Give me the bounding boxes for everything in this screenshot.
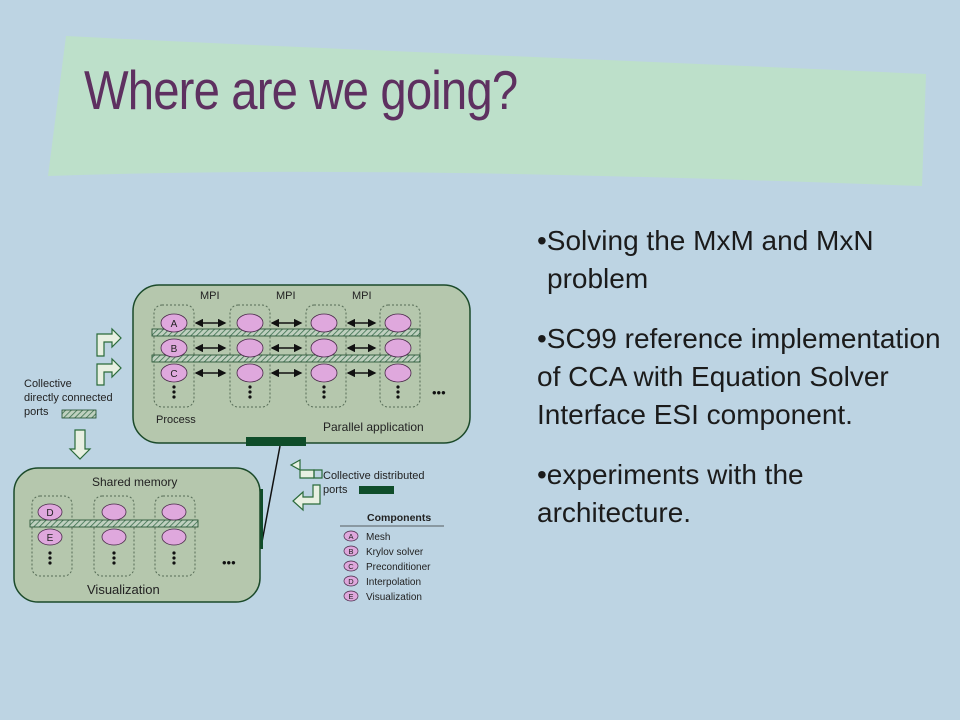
collective-direct-label-1: Collective [24,378,72,390]
distributed-port-symbol [359,486,394,494]
more-components-dots [172,551,176,565]
parallel-components: A B C [160,313,412,399]
port-connector-line [261,445,281,543]
component-node [384,313,412,333]
component-letter: E [47,533,54,544]
legend-label: Mesh [366,532,390,543]
visualization-panel [13,467,261,603]
legend-label: Interpolation [366,577,421,588]
process-label: Process [156,414,196,426]
component-node [37,528,63,546]
legend-letter: D [348,577,354,586]
solver-bus-bar [151,354,421,363]
collective-distributed-label-2: ports [323,484,348,496]
legend-label: Visualization [366,592,422,603]
more-components-dots [172,385,176,399]
more-components-dots [248,385,252,399]
page-title: Where are we going? [84,59,518,121]
more-components-dots [48,551,52,565]
component-node [37,503,63,521]
process-boxes [153,304,421,408]
component-node [101,528,127,546]
component-node [236,338,264,358]
component-node [160,338,188,358]
parallel-application-label: Parallel application [323,420,424,434]
legend-swatch [343,575,359,587]
component-letter: C [170,369,177,380]
bullet-1-line-2: problem [547,263,649,294]
mpi-label-2: MPI [276,290,296,302]
bullet-list: •Solving the MxM and MxN problem •SC99 r… [537,222,947,554]
more-components-dots [322,385,326,399]
legend-letter: A [348,532,353,541]
legend-swatch [343,545,359,557]
more-components-dots [396,385,400,399]
legend-label: Preconditioner [366,562,431,573]
visualization-components: DE [37,503,187,565]
distributed-port-bar [246,437,306,446]
shared-memory-bar [29,519,199,528]
component-letter: A [171,319,178,330]
mpi-label-3: MPI [352,290,372,302]
mesh-bus-bar [151,328,421,337]
legend-swatch [343,530,359,542]
visualization-ellipsis: ••• [222,555,236,570]
legend-label: Krylov solver [366,547,424,558]
legend-swatch [343,590,359,602]
collective-distributed-label-1: Collective distributed [323,470,425,482]
component-node [160,363,188,383]
direct-port-arrows [68,327,122,460]
more-components-dots [112,551,116,565]
bullet-1: •Solving the MxM and MxN problem [537,222,947,298]
parallel-ellipsis: ••• [432,385,446,400]
component-node [161,528,187,546]
legend-letter: E [348,592,353,601]
bullet-1-line-1: •Solving the MxM and MxN [537,225,874,256]
component-node [236,363,264,383]
legend-swatch [343,560,359,572]
component-node [384,338,412,358]
collective-direct-label-3: ports [24,406,49,418]
component-node [384,363,412,383]
shared-memory-label: Shared memory [92,475,177,489]
component-letter: D [46,508,53,519]
component-node [101,503,127,521]
legend-letter: C [348,562,354,571]
component-letter: B [171,344,178,355]
collective-direct-label-2: directly connected [24,392,113,404]
mpi-label-1: MPI [200,290,220,302]
component-node [236,313,264,333]
component-node [310,363,338,383]
bullet-2: •SC99 reference implementation of CCA wi… [537,323,941,430]
components-heading: Components [367,512,431,524]
component-node [310,313,338,333]
direct-port-symbol [61,409,97,419]
component-node [161,503,187,521]
component-node [310,338,338,358]
legend-letter: B [348,547,353,556]
visualization-label: Visualization [87,582,160,597]
distributed-port-arrows [289,458,323,512]
component-node [160,313,188,333]
mpi-arrows [194,318,377,378]
visualization-process-boxes [31,495,196,577]
bullet-3: •experiments with the architecture. [537,459,804,528]
